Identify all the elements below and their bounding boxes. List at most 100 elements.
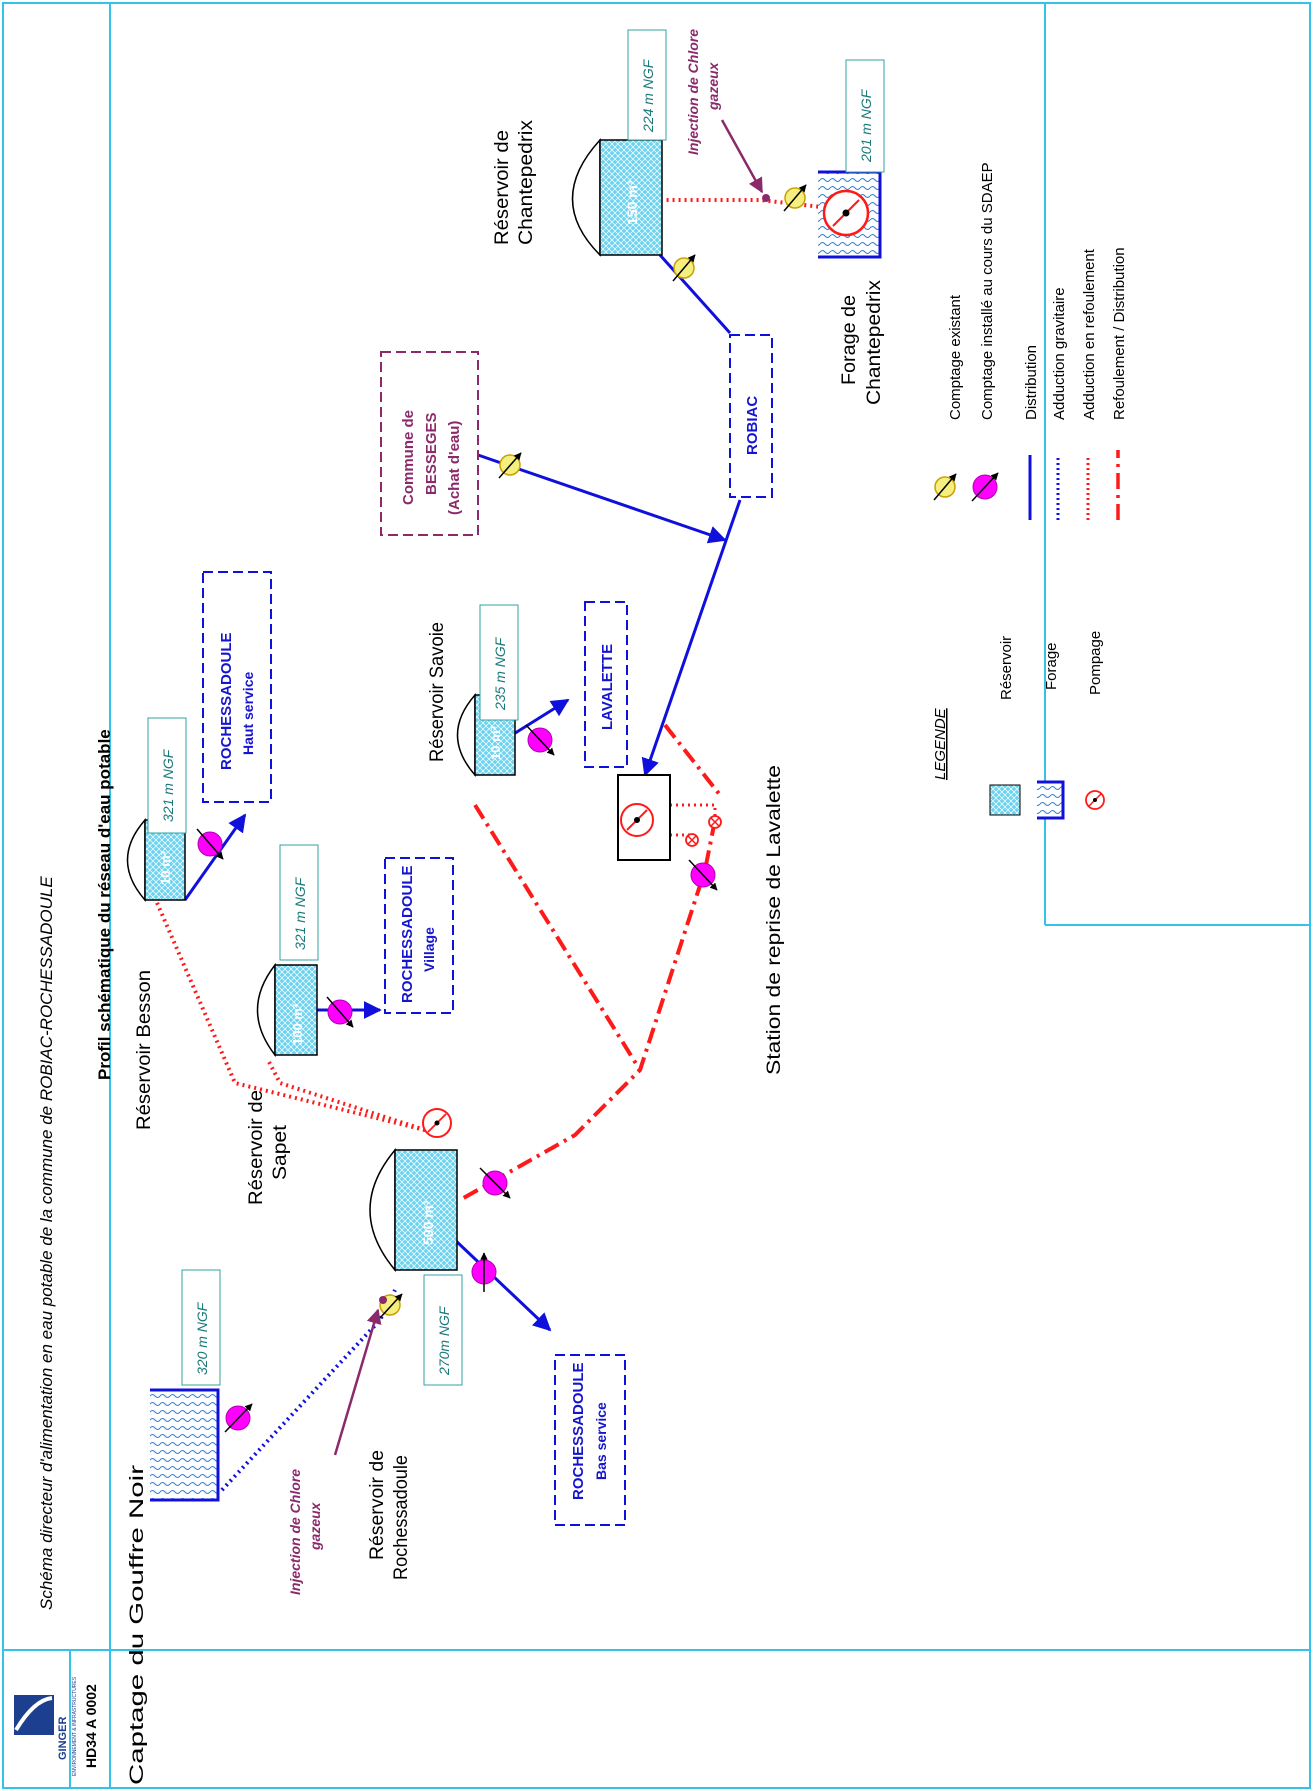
svg-text:Adduction gravitaire: Adduction gravitaire: [1051, 287, 1068, 420]
altitude-label-besson: 321 m NGF: [147, 717, 187, 834]
reservoir-chantepedrix: 150 m³: [571, 138, 663, 257]
svg-text:ROCHESSADOULE: ROCHESSADOULE: [218, 632, 235, 770]
adduction-refoulement-chantepedrix: [665, 198, 849, 212]
meter-new-icon: [688, 859, 718, 891]
zone-bas-service: ROCHESSADOULE Bas service: [554, 1354, 626, 1526]
refoulement-distribution-station-branch: [663, 723, 722, 797]
svg-text:LAVALETTE: LAVALETTE: [599, 644, 616, 730]
label-sapet-1: Réservoir de: [246, 1090, 267, 1205]
altitude-label-forage-chantepedrix: 201 m NGF: [845, 59, 885, 173]
meter-existing-icon: [672, 254, 696, 282]
zone-lavalette: LAVALETTE: [584, 601, 628, 768]
injection-arrow: [720, 119, 764, 194]
reservoir-volume: 150 m³: [624, 180, 640, 225]
svg-text:ROCHESSADOULE: ROCHESSADOULE: [399, 865, 416, 1003]
svg-text:321 m NGF: 321 m NGF: [160, 748, 176, 822]
svg-text:(Achat d'eau): (Achat d'eau): [446, 421, 463, 515]
meter-new-icon: [196, 828, 224, 860]
reservoir-rochessadoule: 500 m³: [369, 1147, 458, 1273]
svg-text:Village: Village: [421, 927, 437, 972]
altitude-label-sapet: 321 m NGF: [279, 844, 319, 961]
pump-icon: [620, 803, 654, 837]
adduction-refoulement-sapet: [266, 1059, 426, 1132]
meter-new-icon: [326, 996, 354, 1028]
injection-label-2-line1: Injection de Chlore: [685, 29, 701, 155]
legend-forage-icon: [1037, 780, 1065, 820]
forage-gouffre-noir: [150, 1388, 220, 1502]
altitude-label-savoie: 235 m NGF: [479, 604, 519, 721]
injection-point: [379, 1296, 387, 1304]
svg-text:Commune de: Commune de: [400, 410, 417, 505]
label-forage-chantepedrix-2: Chantepedrix: [864, 279, 885, 405]
altitude-label-gouffre-noir: 320 m NGF: [181, 1269, 221, 1386]
zone-haut-service: ROCHESSADOULE Haut service: [202, 571, 272, 803]
legend-meter-existing-icon: [933, 473, 957, 501]
zone-robiac: ROBIAC: [729, 334, 773, 498]
zone-besseges: Commune de BESSEGES (Achat d'eau): [380, 351, 479, 536]
injection-label-2-line2: gazeux: [705, 61, 721, 111]
svg-text:Distribution: Distribution: [1023, 345, 1040, 420]
label-rochessadoule-1: Réservoir de: [367, 1450, 388, 1560]
svg-text:Comptage installé au cours du: Comptage installé au cours du SDAEP: [979, 162, 996, 420]
distribution-chantepedrix-robiac: [658, 253, 732, 335]
label-forage-chantepedrix-1: Forage de: [839, 295, 860, 385]
reservoir-volume: 500 m³: [420, 1200, 436, 1245]
label-station-reprise: Station de reprise de Lavalette: [764, 765, 785, 1075]
valve-icon: [708, 815, 722, 829]
zone-village: ROCHESSADOULE Village: [384, 857, 454, 1014]
reservoir-volume: 10 m³: [158, 850, 173, 885]
svg-text:GINGER: GINGER: [57, 1717, 69, 1760]
meter-existing-icon: [783, 184, 807, 212]
svg-text:320 m NGF: 320 m NGF: [194, 1301, 210, 1375]
svg-text:Comptage existant: Comptage existant: [947, 294, 964, 420]
distribution-bas-service: [453, 1238, 552, 1332]
label-savoie: Réservoir Savoie: [427, 622, 448, 762]
svg-text:Refoulement / Distribution: Refoulement / Distribution: [1111, 247, 1128, 420]
refoulement-distribution-savoie: [473, 803, 642, 1072]
injection-label-1-line1: Injection de Chlore: [287, 1469, 303, 1595]
pump-icon: [822, 189, 870, 237]
header: Schéma directeur d'alimentation en eau p…: [14, 729, 114, 1776]
svg-text:321 m NGF: 321 m NGF: [292, 876, 308, 950]
label-chantepedrix-1: Réservoir de: [492, 130, 513, 245]
reservoir-volume: 10 m³: [488, 725, 503, 760]
label-chantepedrix-2: Chantepedrix: [516, 119, 537, 245]
meter-new-icon: [525, 724, 555, 756]
legend-pump-icon: [1085, 790, 1105, 810]
svg-text:224 m NGF: 224 m NGF: [640, 58, 656, 133]
refoulement-distribution-station-rochessadoule: [459, 819, 717, 1202]
altitude-label-chantepedrix: 224 m NGF: [627, 29, 667, 141]
distribution-robiac-station: [641, 499, 742, 777]
legend-title: LEGENDE: [932, 707, 949, 780]
meter-new-icon: [224, 1403, 253, 1433]
ginger-logo: GINGER ENVIRONNEMENT & INFRASTRUCTURES: [14, 1676, 78, 1776]
svg-text:Bas service: Bas service: [593, 1402, 609, 1480]
document-reference: HD34 A 0002: [83, 1684, 99, 1768]
injection-point: [762, 194, 770, 202]
meter-new-icon: [471, 1252, 497, 1292]
svg-text:Pompage: Pompage: [1087, 631, 1104, 695]
svg-text:235 m NGF: 235 m NGF: [492, 636, 508, 711]
svg-text:Réservoir: Réservoir: [998, 636, 1015, 700]
distribution-haut-service: [183, 813, 247, 901]
svg-text:Haut service: Haut service: [240, 672, 256, 755]
label-sapet-2: Sapet: [270, 1124, 291, 1180]
station-refoulement-internal: [670, 803, 717, 837]
distribution-lavalette: [511, 698, 570, 737]
label-gouffre-noir: Captage du Gouffre Noir: [127, 1464, 148, 1785]
svg-text:Adduction en refoulement: Adduction en refoulement: [1081, 248, 1098, 420]
pump-icon: [422, 1108, 452, 1138]
svg-text:BESSEGES: BESSEGES: [423, 412, 440, 495]
altitude-label-rochessadoule: 270m NGF: [423, 1274, 463, 1386]
injection-label-1-line2: gazeux: [307, 1501, 323, 1551]
svg-text:ROCHESSADOULE: ROCHESSADOULE: [570, 1362, 587, 1500]
svg-text:Forage: Forage: [1043, 642, 1060, 690]
meter-new-icon: [479, 1167, 511, 1199]
svg-text:270m NGF: 270m NGF: [436, 1305, 452, 1376]
page-subtitle: Profil schématique du réseau d'eau potab…: [95, 729, 114, 1080]
reservoir-besson: 10 m³: [126, 818, 186, 902]
label-besson: Réservoir Besson: [134, 970, 155, 1130]
label-rochessadoule-2: Rochessadoule: [391, 1455, 412, 1580]
legend-reservoir-icon: [989, 784, 1021, 816]
